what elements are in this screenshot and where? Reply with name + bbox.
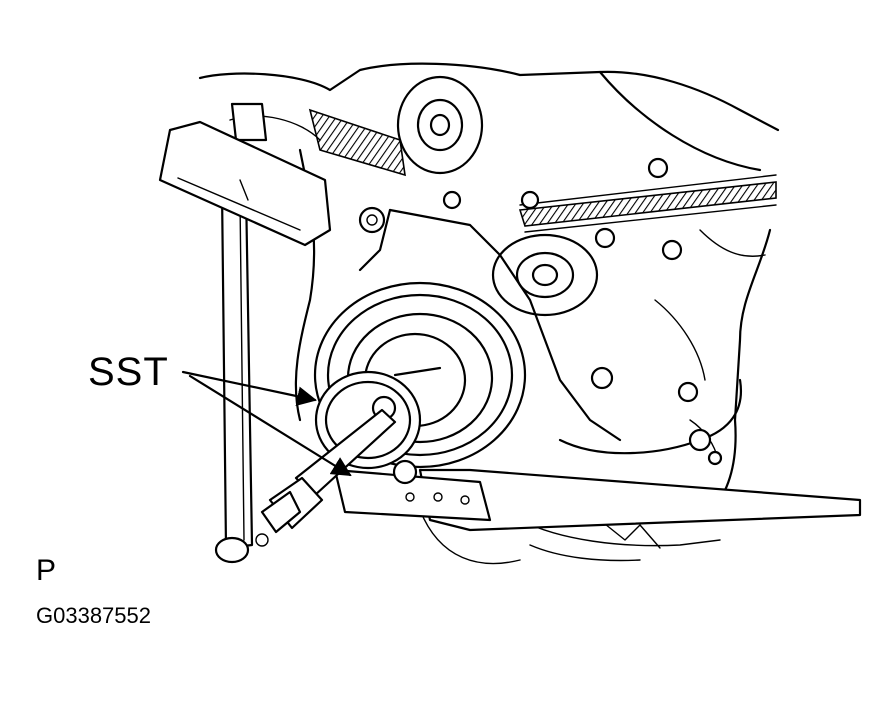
engine-bolts [358, 157, 723, 466]
tensioner-pulley [491, 233, 599, 317]
arrow-icon [181, 370, 317, 406]
timing-belt [308, 108, 777, 233]
idler-pulley [396, 75, 484, 175]
view-code-label: P [36, 554, 57, 587]
holder-grip [158, 120, 332, 247]
wrench-handle [260, 408, 397, 534]
bracket-plate [358, 208, 622, 442]
arrow-icon [188, 374, 352, 477]
sst-callout-label: SST [88, 350, 169, 394]
holder-arm [214, 102, 269, 564]
holding-tool-bar [333, 459, 862, 532]
figure-id-label: G03387552 [36, 603, 151, 628]
callout-leaders [181, 370, 352, 477]
